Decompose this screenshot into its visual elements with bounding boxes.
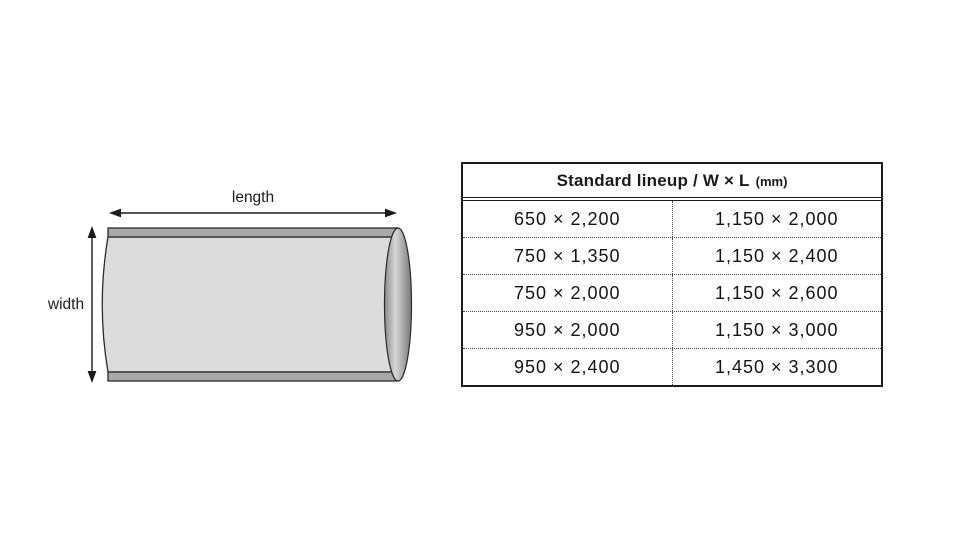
- length-arrow: [109, 208, 397, 218]
- table-cell: 650 × 2,200: [513, 208, 621, 229]
- table-row: 650 × 2,200 1,150 × 2,000: [463, 201, 881, 237]
- length-label: length: [232, 189, 274, 206]
- roll-bottom-strip: [107, 371, 399, 382]
- width-label: width: [47, 296, 84, 313]
- table-cell: 950 × 2,000: [513, 319, 621, 340]
- table-row: 950 × 2,000 1,150 × 3,000: [463, 311, 881, 348]
- table-row: 750 × 1,350 1,150 × 2,400: [463, 237, 881, 274]
- table-row: 750 × 2,000 1,150 × 2,600: [463, 274, 881, 311]
- table-cell: 1,450 × 3,300: [671, 349, 882, 385]
- roll-body: [101, 236, 399, 373]
- roll-top-strip: [107, 227, 399, 238]
- roll-end-cap: [383, 227, 413, 382]
- table-header-unit: (mm): [755, 174, 788, 189]
- width-arrow: [87, 226, 97, 383]
- table-header-title: Standard lineup / W × L: [556, 170, 750, 190]
- table-cell: 950 × 2,400: [513, 356, 621, 377]
- table-cell: 1,150 × 2,000: [671, 201, 882, 237]
- size-table: Standard lineup / W × L (mm) 650 × 2,200…: [461, 162, 883, 387]
- table-cell: 1,150 × 2,600: [671, 275, 882, 311]
- table-cell: 750 × 1,350: [513, 245, 621, 266]
- table-row: 950 × 2,400 1,450 × 3,300: [463, 348, 881, 385]
- product-roll-diagram: length width: [47, 189, 413, 383]
- table-cell: 1,150 × 2,400: [671, 238, 882, 274]
- table-cell: 750 × 2,000: [513, 282, 621, 303]
- table-cell: 1,150 × 3,000: [671, 312, 882, 348]
- table-header: Standard lineup / W × L (mm): [463, 164, 881, 201]
